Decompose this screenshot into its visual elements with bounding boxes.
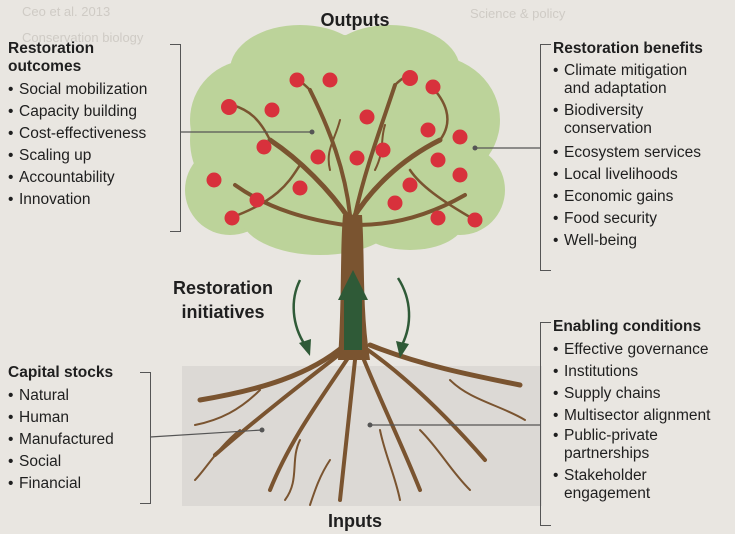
fruit	[221, 99, 237, 115]
enabling-item: Institutions	[553, 361, 735, 383]
outcome-item: Scaling up	[8, 145, 147, 167]
tree-fruits	[206, 70, 483, 228]
outcome-item: Innovation	[8, 189, 147, 211]
benefit-item: Local livelihoods	[553, 164, 733, 186]
tree-branches	[228, 73, 477, 227]
bleed-through-text: Conservation biology	[22, 30, 144, 45]
fruit	[402, 177, 418, 193]
benefit-item: Economic gains	[553, 186, 733, 208]
enabling-bracket	[540, 322, 551, 526]
enabling-conditions-panel: Enabling conditions Effective governance…	[553, 318, 735, 507]
capital-item: Social	[8, 451, 114, 473]
fruit	[289, 72, 305, 88]
fruit	[387, 195, 403, 211]
tree-roots	[194, 342, 526, 506]
fruit	[292, 180, 308, 196]
up-arrow	[338, 270, 368, 350]
fruit	[420, 122, 436, 138]
curved-arrow-right-head	[396, 341, 409, 358]
enabling-item: Effective governance	[553, 339, 735, 361]
fruit	[310, 149, 326, 165]
curved-arrow-right	[396, 277, 411, 346]
fruit	[430, 152, 446, 168]
outcome-item: Accountability	[8, 167, 147, 189]
capital-item: Financial	[8, 473, 114, 495]
fruit	[452, 129, 468, 145]
connector-dot	[472, 145, 478, 151]
restoration-outcomes-heading: Restoration outcomes	[8, 40, 147, 76]
restoration-benefits-panel: Restoration benefits Climate mitigation …	[553, 40, 733, 252]
capital-stocks-heading: Capital stocks	[8, 364, 114, 381]
bleed-through-text: Science & policy	[470, 6, 566, 21]
benefit-item: Well-being	[553, 230, 733, 252]
outcome-item: Capacity building	[8, 101, 147, 123]
growth-arrows	[292, 270, 411, 358]
fruit	[402, 70, 418, 86]
outcomes-bracket	[170, 44, 181, 232]
benefit-item: Food security	[553, 208, 733, 230]
fruit	[322, 72, 338, 88]
fruit	[349, 150, 365, 166]
fruit	[224, 210, 240, 226]
connector-lines	[149, 129, 540, 438]
curved-arrow-left-head	[299, 339, 311, 356]
connector-dot	[367, 422, 373, 428]
enabling-item: Multisector alignment	[553, 405, 735, 427]
connector-capital	[149, 429, 263, 438]
capital-bracket	[140, 372, 151, 504]
fruit	[206, 172, 222, 188]
fruit	[249, 192, 265, 208]
benefit-item: Biodiversity conservation	[553, 102, 684, 138]
benefit-item: Ecosystem services	[553, 142, 733, 164]
fruit	[256, 139, 272, 155]
heading-line: Restoration	[8, 40, 95, 57]
connector-dot	[309, 129, 315, 135]
restoration-outcomes-panel: Restoration outcomes Social mobilization…	[8, 40, 147, 211]
outcome-item: Social mobilization	[8, 79, 147, 101]
connector-dot	[259, 427, 265, 433]
outputs-title: Outputs	[320, 10, 390, 30]
center-label-line2: initiatives	[181, 302, 265, 322]
curved-arrow-left	[292, 279, 307, 346]
center-label: Restoration initiatives	[148, 276, 298, 324]
enabling-item: Public-private partnerships	[553, 427, 684, 463]
bleed-through-text: Ceo et al. 2013	[22, 4, 111, 19]
benefits-bracket	[540, 44, 551, 271]
heading-line: outcomes	[8, 58, 82, 75]
enabling-conditions-heading: Enabling conditions	[553, 318, 702, 335]
fruit	[264, 102, 280, 118]
restoration-benefits-heading: Restoration benefits	[553, 40, 703, 57]
fruit	[452, 167, 468, 183]
center-label-line1: Restoration	[172, 278, 273, 298]
fruit	[359, 109, 375, 125]
fruit	[430, 210, 446, 226]
capital-stocks-panel: Capital stocks Natural Human Manufacture…	[8, 364, 114, 495]
inputs-title: Inputs	[328, 511, 382, 531]
fruit	[425, 79, 441, 95]
capital-item: Human	[8, 407, 114, 429]
fruit	[467, 212, 483, 228]
enabling-item: Stakeholder engagement	[553, 467, 674, 503]
fruit	[375, 142, 391, 158]
enabling-item: Supply chains	[553, 383, 735, 405]
benefit-item: Climate mitigation and adaptation	[553, 62, 714, 98]
capital-item: Natural	[8, 385, 114, 407]
capital-item: Manufactured	[8, 429, 114, 451]
outcome-item: Cost-effectiveness	[8, 123, 147, 145]
